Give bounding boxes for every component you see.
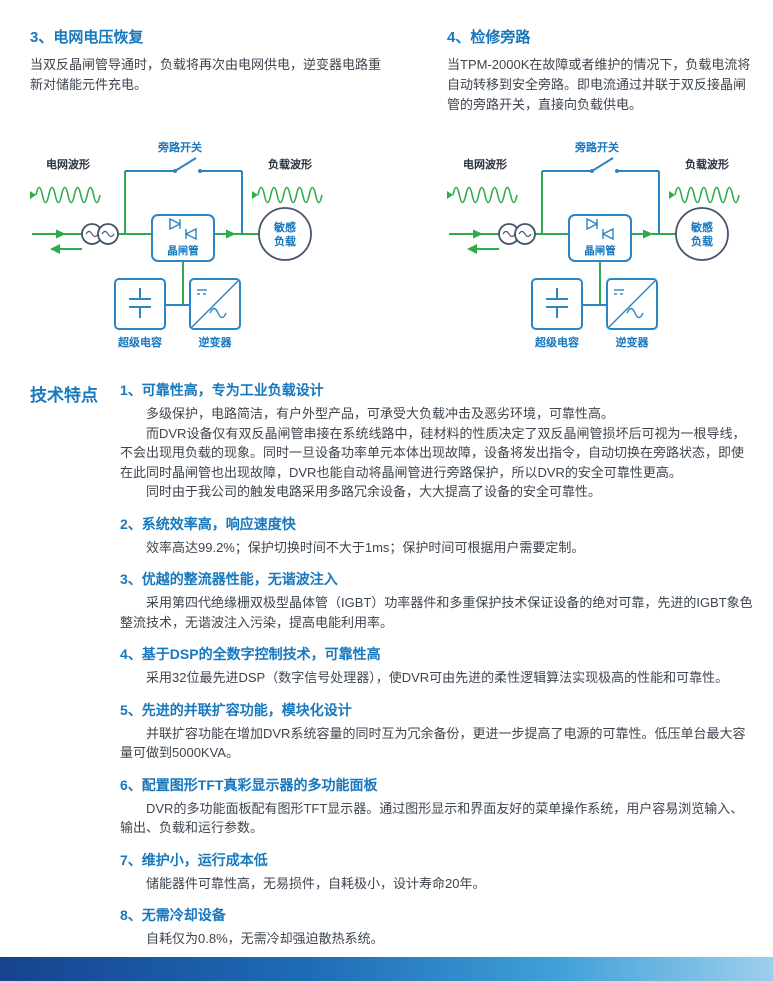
section-maintenance-bypass: 4、检修旁路 当TPM-2000K在故障或者维护的情况下，负载电流将自动转移到安… [447,26,755,364]
thyristor-label: 晶闸管 [584,244,616,257]
section-body: 当TPM-2000K在故障或者维护的情况下，负载电流将自动转移到安全旁路。即电流… [447,57,751,113]
bypass-circuit-diagram: 旁路开关 电网波形 负载波形 晶闸管 [447,139,755,364]
capacitor-symbol-icon [129,288,151,318]
circuit-diagram: 旁路开关 电网波形 负载波形 晶闸管 [447,140,740,349]
inverter-label: 逆变器 [616,335,650,349]
grid-waveform-icon [452,186,518,204]
waveform-arrow-icon [252,191,258,199]
thyristor-symbol-icon [586,217,614,241]
recovery-circuit-diagram: 旁路开关 电网波形 负载波形 晶闸管 [30,139,385,364]
feature-item: 7、维护小，运行成本低 储能器件可靠性高，无易损件，自耗极小，设计寿命20年。 [120,850,755,894]
section-grid-voltage-recovery: 3、电网电压恢复 当双反晶闸管导通时，负载将再次由电网供电，逆变器电路重新对储能… [30,26,385,364]
supercapacitor-box [114,278,166,330]
inverter-symbol-icon [608,280,656,328]
feature-item: 1、可靠性高，专为工业负载设计 多级保护，电路简洁，有户外型产品，可承受大负载冲… [120,380,755,502]
flow-arrow-right-icon [226,229,236,239]
feature-title: 5、先进的并联扩容功能，模块化设计 [120,701,352,718]
feature-title: 7、维护小，运行成本低 [120,851,268,868]
flow-arrow-right-icon [473,229,483,239]
thyristor-label: 晶闸管 [167,244,199,257]
bypass-branch [124,157,243,234]
feature-title: 3、优越的整流器性能，无谐波注入 [120,571,338,587]
inverter-box [606,278,658,330]
features-list: 1、可靠性高，专为工业负载设计 多级保护，电路简洁，有户外型产品，可承受大负载冲… [120,380,755,961]
main-power-line [449,229,676,254]
bypass-switch-label: 旁路开关 [574,140,619,154]
features-header: 技术特点 [30,386,98,405]
feature-item: 6、配置图形TFT真彩显示器的多功能面板 DVR的多功能面板配有图形TFT显示器… [120,775,755,838]
flow-arrow-right-icon [56,229,66,239]
thyristor-box: 晶闸管 [568,214,632,262]
switch-blade-icon [591,157,614,172]
feature-paragraph: 储能器件可靠性高，无易损件，自耗极小，设计寿命20年。 [146,875,486,891]
supercapacitor-box [531,278,583,330]
feature-paragraph: 而DVR设备仅有双反晶闸管串接在系统线路中，硅材料的性质决定了双反晶闸管损坏后可… [120,425,746,480]
feature-item: 4、基于DSP的全数字控制技术，可靠性高 采用32位最先进DSP（数字信号处理器… [120,644,755,688]
load-waveform-icon [257,186,323,204]
transformer-icon [498,223,536,245]
feature-paragraph: 采用第四代绝缘栅双极型晶体管（IGBT）功率器件和多重保护技术保证设备的绝对可靠… [120,595,753,630]
circuit-diagram: 旁路开关 电网波形 负载波形 晶闸管 [30,140,323,349]
feature-item: 5、先进的并联扩容功能，模块化设计 并联扩容功能在增加DVR系统容量的同时互为冗… [120,700,755,763]
sensitive-load: 敏感 负载 [675,207,729,261]
capacitor-symbol-icon [546,288,568,318]
sensitive-load: 敏感 负载 [258,207,312,261]
feature-paragraph: 效率高达99.2%；保护切换时间不大于1ms；保护时间可根据用户需要定制。 [146,539,585,555]
supercapacitor-label: 超级电容 [117,335,162,349]
feature-item: 8、无需冷却设备 自耗仅为0.8%，无需冷却强迫散热系统。 [120,905,755,949]
load-waveform-icon [674,186,740,204]
section-body: 当双反晶闸管导通时，负载将再次由电网供电，逆变器电路重新对储能元件充电。 [30,57,382,93]
feature-item: 2、系统效率高，响应速度快 效率高达99.2%；保护切换时间不大于1ms；保护时… [120,514,755,558]
technical-features-section: 技术特点 1、可靠性高，专为工业负载设计 多级保护，电路简洁，有户外型产品，可承… [0,364,773,961]
grid-waveform-label: 电网波形 [463,157,507,171]
sensitive-load-label: 负载 [274,234,296,248]
section-title: 4、检修旁路 [447,29,531,46]
feature-paragraph: 采用32位最先进DSP（数字信号处理器），使DVR可由先进的柔性逻辑算法实现极高… [146,670,729,685]
waveform-arrow-icon [669,191,675,199]
feature-title: 2、系统效率高，响应速度快 [120,515,296,532]
load-waveform-label: 负载波形 [268,157,312,171]
inverter-symbol-icon [191,280,239,328]
top-sections: 3、电网电压恢复 当双反晶闸管导通时，负载将再次由电网供电，逆变器电路重新对储能… [0,0,773,364]
waveform-arrow-icon [30,191,36,199]
feature-title: 8、无需冷却设备 [120,907,226,923]
load-waveform-label: 负载波形 [685,157,729,171]
transformer-icon [81,223,119,245]
supercapacitor-label: 超级电容 [534,335,579,349]
section-title: 3、电网电压恢复 [30,29,144,46]
bypass-branch [541,157,660,234]
feature-paragraph: 多级保护，电路简洁，有户外型产品，可承受大负载冲击及恶劣环境，可靠性高。 [146,406,615,421]
inverter-label: 逆变器 [199,335,233,349]
bypass-switch-label: 旁路开关 [157,140,202,154]
main-power-line [32,229,259,254]
feature-paragraph: DVR的多功能面板配有图形TFT显示器。通过图形显示和界面友好的菜单操作系统，用… [120,800,744,836]
feature-title: 6、配置图形TFT真彩显示器的多功能面板 [120,776,378,793]
sensitive-load-label: 敏感 [690,220,713,234]
grid-waveform-label: 电网波形 [46,157,90,171]
thyristor-symbol-icon [169,217,197,241]
footer-accent-bar [0,957,773,981]
flow-arrow-left-icon [467,244,477,254]
feature-title: 4、基于DSP的全数字控制技术，可靠性高 [120,646,381,662]
thyristor-box: 晶闸管 [151,214,215,262]
feature-title: 1、可靠性高，专为工业负载设计 [120,382,324,398]
flow-arrow-left-icon [50,244,60,254]
inverter-box [189,278,241,330]
feature-paragraph: 并联扩容功能在增加DVR系统容量的同时互为冗余备份，更进一步提高了电源的可靠性。… [120,725,746,761]
feature-item: 3、优越的整流器性能，无谐波注入 采用第四代绝缘栅双极型晶体管（IGBT）功率器… [120,569,755,632]
grid-waveform-icon [35,186,101,204]
feature-paragraph: 同时由于我公司的触发电路采用多路冗余设备，大大提高了设备的安全可靠性。 [146,484,602,499]
switch-blade-icon [174,157,197,172]
sensitive-load-label: 负载 [691,234,713,248]
sensitive-load-label: 敏感 [273,220,296,234]
waveform-arrow-icon [447,191,453,199]
feature-paragraph: 自耗仅为0.8%，无需冷却强迫散热系统。 [146,931,384,946]
flow-arrow-right-icon [643,229,653,239]
